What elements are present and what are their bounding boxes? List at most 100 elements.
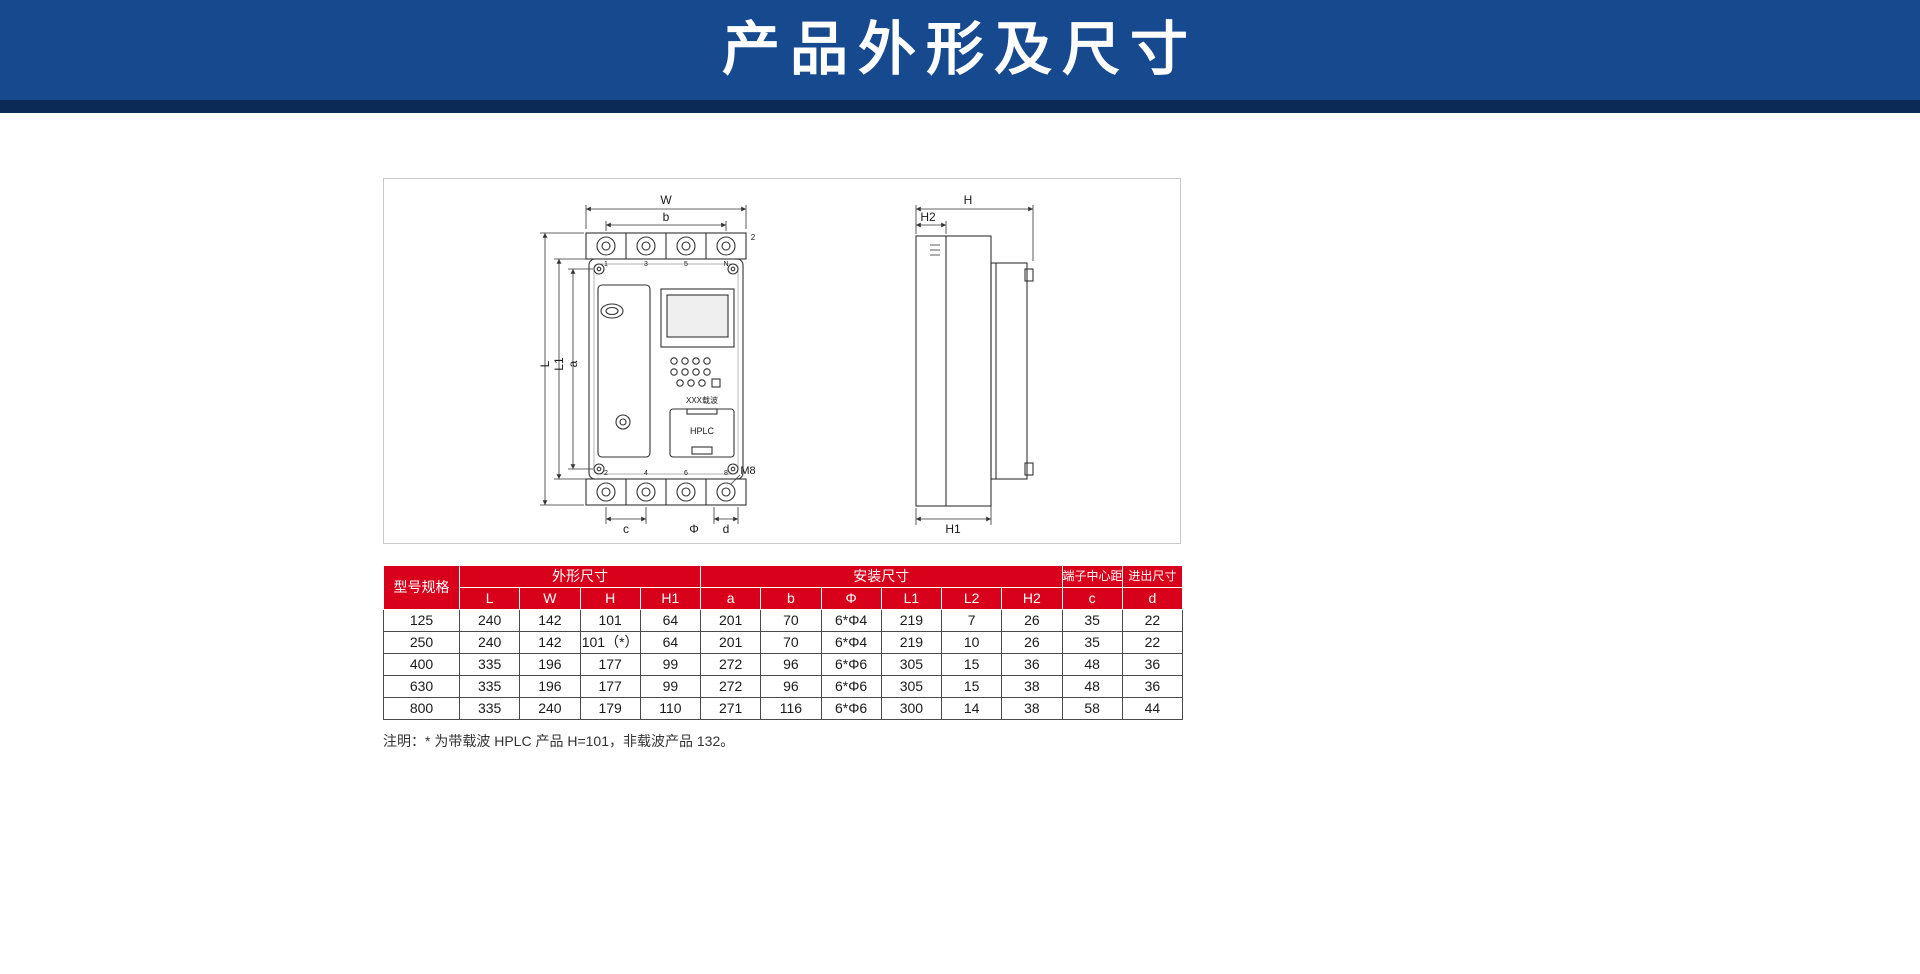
header-cell: d	[1121, 587, 1184, 610]
model-cell: 400	[383, 653, 460, 676]
header-cell-outline: 外形尺寸	[459, 565, 701, 588]
dim-label-l: L	[538, 360, 552, 368]
technical-drawing	[540, 205, 1034, 525]
terminal-number: 4	[644, 470, 648, 477]
dim-label-m8: M8	[740, 465, 756, 477]
table-cell: 6*Φ4	[820, 609, 882, 632]
carrier-module-label: XXX载波	[685, 396, 718, 405]
table-cell: 58	[1061, 697, 1123, 720]
model-cell: 250	[383, 631, 460, 654]
table-cell: 196	[519, 675, 581, 698]
table-cell: 22	[1121, 609, 1184, 632]
table-cell: 101（*）	[579, 631, 641, 654]
front-dimension-lines	[540, 205, 747, 524]
table-header-row-2: L W H H1 a b Φ L1 L2 H2 c d	[384, 587, 1184, 610]
table-header: 型号规格 外形尺寸 安装尺寸 端子中心距 进出尺寸 L W H H1 a b Φ…	[383, 565, 1184, 610]
table-cell: 6*Φ6	[820, 697, 882, 720]
table-cell: 10	[940, 631, 1003, 654]
table-cell: 6*Φ6	[820, 675, 882, 698]
table-cell: 48	[1061, 675, 1123, 698]
dim-label-h2: H2	[920, 210, 936, 224]
table-cell: 201	[699, 631, 762, 654]
dimension-table: 型号规格 外形尺寸 安装尺寸 端子中心距 进出尺寸 L W H H1 a b Φ…	[383, 565, 1184, 720]
table-cell: 335	[458, 675, 521, 698]
dim-label-l1: L1	[552, 357, 566, 371]
table-cell: 96	[760, 653, 822, 676]
hplc-label: HPLC	[689, 426, 714, 436]
dim-label-d: d	[722, 522, 730, 536]
table-cell: 15	[940, 675, 1003, 698]
table-header-row-1: 型号规格 外形尺寸 安装尺寸 端子中心距 进出尺寸	[383, 565, 1184, 610]
dimension-diagram: W b 2 L L1 a c Φ d M8 XXX载波 HPLC H H2 H1…	[383, 178, 1181, 544]
table-cell: 177	[579, 675, 641, 698]
side-dimension-lines	[915, 205, 1034, 525]
table-cell: 38	[1001, 697, 1063, 720]
table-cell: 96	[760, 675, 822, 698]
header-cell: H2	[1001, 587, 1063, 610]
header-cell: L2	[940, 587, 1003, 610]
table-cell: 35	[1061, 609, 1123, 632]
dim-label-phi: Φ	[689, 522, 699, 536]
terminal-number: 8	[724, 470, 728, 477]
table-cell: 240	[458, 631, 521, 654]
table-cell: 64	[639, 609, 702, 632]
terminal-number: N	[723, 261, 729, 268]
dim-label-h1: H1	[945, 522, 961, 536]
header-cell: H1	[639, 587, 702, 610]
table-cell: 110	[639, 697, 702, 720]
table-cell: 7	[940, 609, 1003, 632]
table-cell: 305	[880, 675, 943, 698]
header-cell: H	[579, 587, 641, 610]
device-front-view	[585, 232, 747, 506]
header-cell: L	[458, 587, 521, 610]
table-cell: 101	[579, 609, 641, 632]
table-cell: 272	[699, 675, 762, 698]
table-cell: 36	[1121, 653, 1184, 676]
dim-label-2: 2	[750, 233, 756, 242]
table-cell: 300	[880, 697, 943, 720]
table-cell: 36	[1001, 653, 1063, 676]
table-cell: 44	[1121, 697, 1184, 720]
table-cell: 26	[1001, 609, 1063, 632]
banner-shadow-strip	[0, 100, 1920, 113]
table-cell: 64	[639, 631, 702, 654]
table-cell: 116	[760, 697, 822, 720]
table-footnote: 注明：* 为带载波 HPLC 产品 H=101，非载波产品 132。	[383, 733, 735, 749]
table-cell: 99	[639, 653, 702, 676]
header-cell: W	[519, 587, 581, 610]
table-cell: 36	[1121, 675, 1184, 698]
dim-label-b: b	[662, 210, 670, 224]
table-cell: 15	[940, 653, 1003, 676]
table-cell: 271	[699, 697, 762, 720]
header-cell-terminal-pitch: 端子中心距	[1061, 565, 1123, 588]
table-cell: 142	[519, 631, 581, 654]
dim-label-c: c	[623, 522, 629, 536]
terminal-number: 5	[684, 261, 688, 268]
dim-label-h: H	[963, 193, 973, 207]
header-cell-inout: 进出尺寸	[1121, 565, 1184, 588]
table-cell: 177	[579, 653, 641, 676]
table-cell: 201	[699, 609, 762, 632]
table-cell: 38	[1001, 675, 1063, 698]
header-cell: c	[1061, 587, 1123, 610]
device-side-view	[915, 235, 1034, 507]
table-cell: 240	[519, 697, 581, 720]
table-cell: 6*Φ6	[820, 653, 882, 676]
table-cell: 179	[579, 697, 641, 720]
terminal-number: 1	[604, 261, 608, 268]
dim-label-w: W	[660, 193, 672, 207]
page-title: 产品外形及尺寸	[721, 17, 1198, 82]
dim-label-a: a	[566, 360, 580, 368]
header-cell: L1	[880, 587, 943, 610]
model-cell: 125	[383, 609, 460, 632]
model-cell: 800	[383, 697, 460, 720]
table-cell: 26	[1001, 631, 1063, 654]
table-cell: 335	[458, 697, 521, 720]
table-cell: 70	[760, 631, 822, 654]
